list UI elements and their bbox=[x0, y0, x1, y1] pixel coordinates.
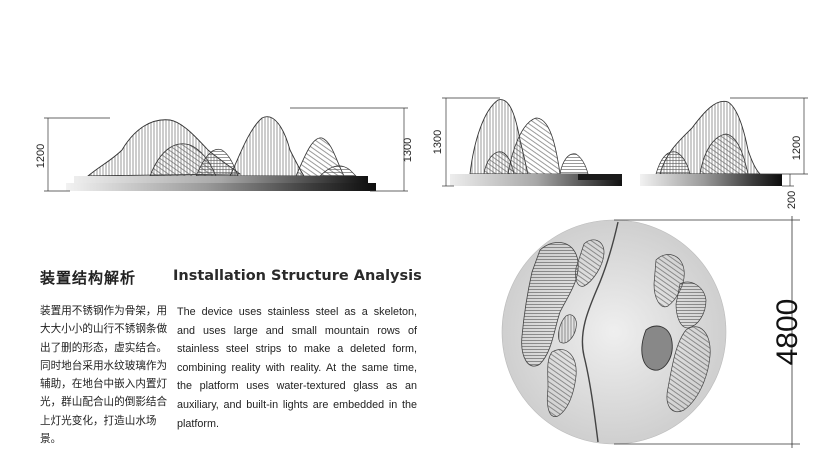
plan-dimension-lines bbox=[614, 216, 800, 448]
plan-shape-center-dark bbox=[641, 325, 673, 371]
plan-shape-left-small bbox=[558, 314, 577, 344]
left-platform-base bbox=[66, 183, 376, 191]
right-mountain-arch bbox=[507, 117, 561, 175]
right-mountain-small-1 bbox=[559, 153, 589, 175]
plan-view bbox=[501, 219, 727, 445]
right-dimension-lines bbox=[442, 97, 808, 187]
plan-divider-line bbox=[581, 221, 619, 443]
description-chinese: 装置用不锈钢作为骨架，用大大小小的山行不锈钢条做出了删的形态，虚实结合。同时地台… bbox=[40, 305, 168, 446]
plan-shape-right-bottom bbox=[666, 326, 711, 412]
left-dim-1300: 1300 bbox=[402, 138, 414, 162]
right-mountain-small-right bbox=[655, 151, 691, 175]
right-mountain-mid-right bbox=[699, 133, 749, 175]
plan-shape-left-large bbox=[521, 241, 579, 367]
right-mountains bbox=[469, 99, 762, 175]
left-mountain-far-right bbox=[319, 165, 357, 177]
left-mountain-back bbox=[195, 148, 239, 177]
left-platform-top bbox=[74, 176, 368, 183]
plan-shape-left-bottom bbox=[546, 349, 577, 417]
title-english: Installation Structure Analysis bbox=[173, 268, 422, 284]
description-english: The device uses stainless steel as a ske… bbox=[177, 306, 417, 430]
right-platform-left-dark bbox=[578, 174, 622, 180]
right-dim-1300: 1300 bbox=[432, 130, 444, 154]
right-platform-right bbox=[640, 174, 782, 186]
left-dimension-lines bbox=[44, 107, 408, 192]
left-mountain-right bbox=[229, 116, 305, 177]
title-chinese: 装置结构解析 bbox=[40, 269, 137, 287]
plan-dim-4800: 4800 bbox=[771, 299, 804, 366]
right-dim-1200: 1200 bbox=[791, 136, 803, 160]
plan-shape-left-top bbox=[575, 239, 605, 287]
right-mountain-small-2 bbox=[483, 151, 515, 175]
plan-shape-right-mid bbox=[675, 281, 707, 329]
left-mountains bbox=[86, 116, 357, 177]
right-dim-200: 200 bbox=[786, 191, 798, 209]
left-dim-1200: 1200 bbox=[35, 144, 47, 168]
